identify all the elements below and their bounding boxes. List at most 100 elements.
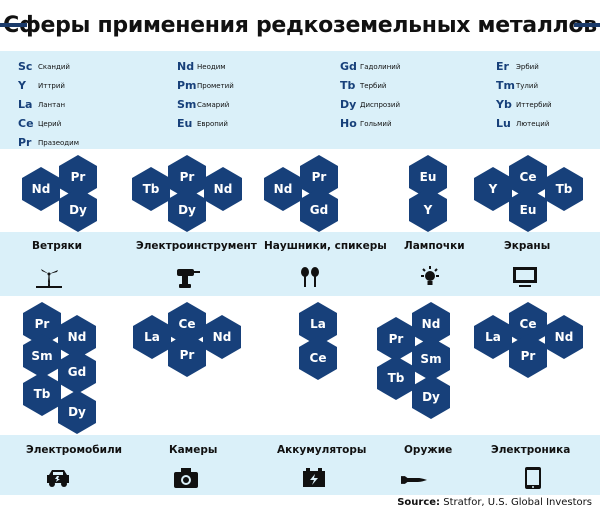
element-name: Самарий [197,100,230,109]
hex-element: Gd [58,350,96,394]
element-name: Прометий [197,81,234,90]
hex-element: Nd [204,167,242,211]
hex-element: Nd [412,302,450,346]
application-label-weapons: Оружие [404,444,453,456]
battery-icon [303,468,325,487]
legend-row-pr: Pr Празеодим [18,133,79,152]
hex-element: Dy [168,188,206,232]
hex-element: Y [409,188,447,232]
application-label-screens: Экраны [504,240,551,252]
element-name: Гольмий [360,119,392,128]
element-symbol: Pm [177,79,197,92]
electric-car-icon [47,470,69,487]
application-label-light-bulbs: Лампочки [404,240,465,252]
applications-band-2 [0,435,600,495]
element-name: Европий [197,119,228,128]
hex-element: Nd [264,167,302,211]
element-symbol: La [18,98,33,111]
light-bulb-icon [421,266,439,285]
hex-element: Nd [545,315,583,359]
hex-element: Dy [59,188,97,232]
element-name: Гадолиний [360,62,401,71]
hex-element: Pr [168,333,206,377]
element-name: Церий [38,119,62,128]
element-name: Неодим [197,62,226,71]
legend-row-er: Er Эрбий [496,57,552,76]
hex-element: Sm [23,334,61,378]
hex-element: La [474,315,512,359]
hex-element: Tb [545,167,583,211]
element-name: Тулий [516,81,538,90]
hex-element: Nd [22,167,60,211]
application-label-headphones: Наушники, спикеры [264,240,387,252]
legend-row-ce: Ce Церий [18,114,79,133]
element-symbol: Y [18,79,26,92]
application-label-batteries: Аккумуляторы [277,444,367,456]
hex-element: Pr [377,317,415,361]
element-name: Празеодим [38,138,79,147]
application-label-electric-cars: Электромобили [26,444,122,456]
element-symbol: Yb [496,98,512,111]
application-label-wind-turbines: Ветряки [32,240,82,252]
hex-element: Dy [412,375,450,419]
hex-element: Nd [203,315,241,359]
element-symbol: Er [496,60,509,73]
hex-element: Gd [300,188,338,232]
element-symbol: Nd [177,60,195,73]
hex-element: La [133,315,171,359]
element-name: Скандий [38,62,70,71]
element-name: Иттрий [38,81,65,90]
wind-turbine-icon [36,269,62,288]
element-symbol: Ce [18,117,34,130]
application-label-cameras: Камеры [169,444,218,456]
hex-element: Sm [412,337,450,381]
hex-element: Ce [299,336,337,380]
source-credit: Source: Stratfor, U.S. Global Investors [397,497,592,508]
element-name: Эрбий [516,62,539,71]
element-symbol: Sm [177,98,197,111]
hex-element: Dy [58,390,96,434]
title-bar-left [0,23,27,27]
element-symbol: Ho [340,117,357,130]
hex-element: Pr [509,334,547,378]
page-title: Сферы применения редкоземельных металлов [3,12,597,38]
missile-icon [401,476,427,484]
element-symbol: Tm [496,79,515,92]
hex-element: Y [474,167,512,211]
tablet-icon [525,467,541,489]
hex-element: Eu [509,188,547,232]
legend-row-yb: Yb Иттербий [496,95,552,114]
element-symbol: Dy [340,98,357,111]
application-label-power-tools: Электроинструмент [136,240,257,252]
element-symbol: Sc [18,60,33,73]
hex-element: Tb [132,167,170,211]
application-label-electronics: Электроника [491,444,571,456]
power-drill-icon [177,269,200,288]
element-symbol: Lu [496,117,511,130]
source-text: Stratfor, U.S. Global Investors [443,497,592,508]
monitor-icon [513,267,537,287]
hex-element: Tb [377,356,415,400]
hex-element: Tb [23,372,61,416]
title-bar-right [574,23,600,27]
element-symbol: Pr [18,136,32,149]
legend-row-eu: Eu Европий [177,114,234,133]
element-name: Диспрозий [360,100,400,109]
element-symbol: Eu [177,117,193,130]
element-name: Иттербий [516,100,552,109]
element-symbol: Tb [340,79,356,92]
